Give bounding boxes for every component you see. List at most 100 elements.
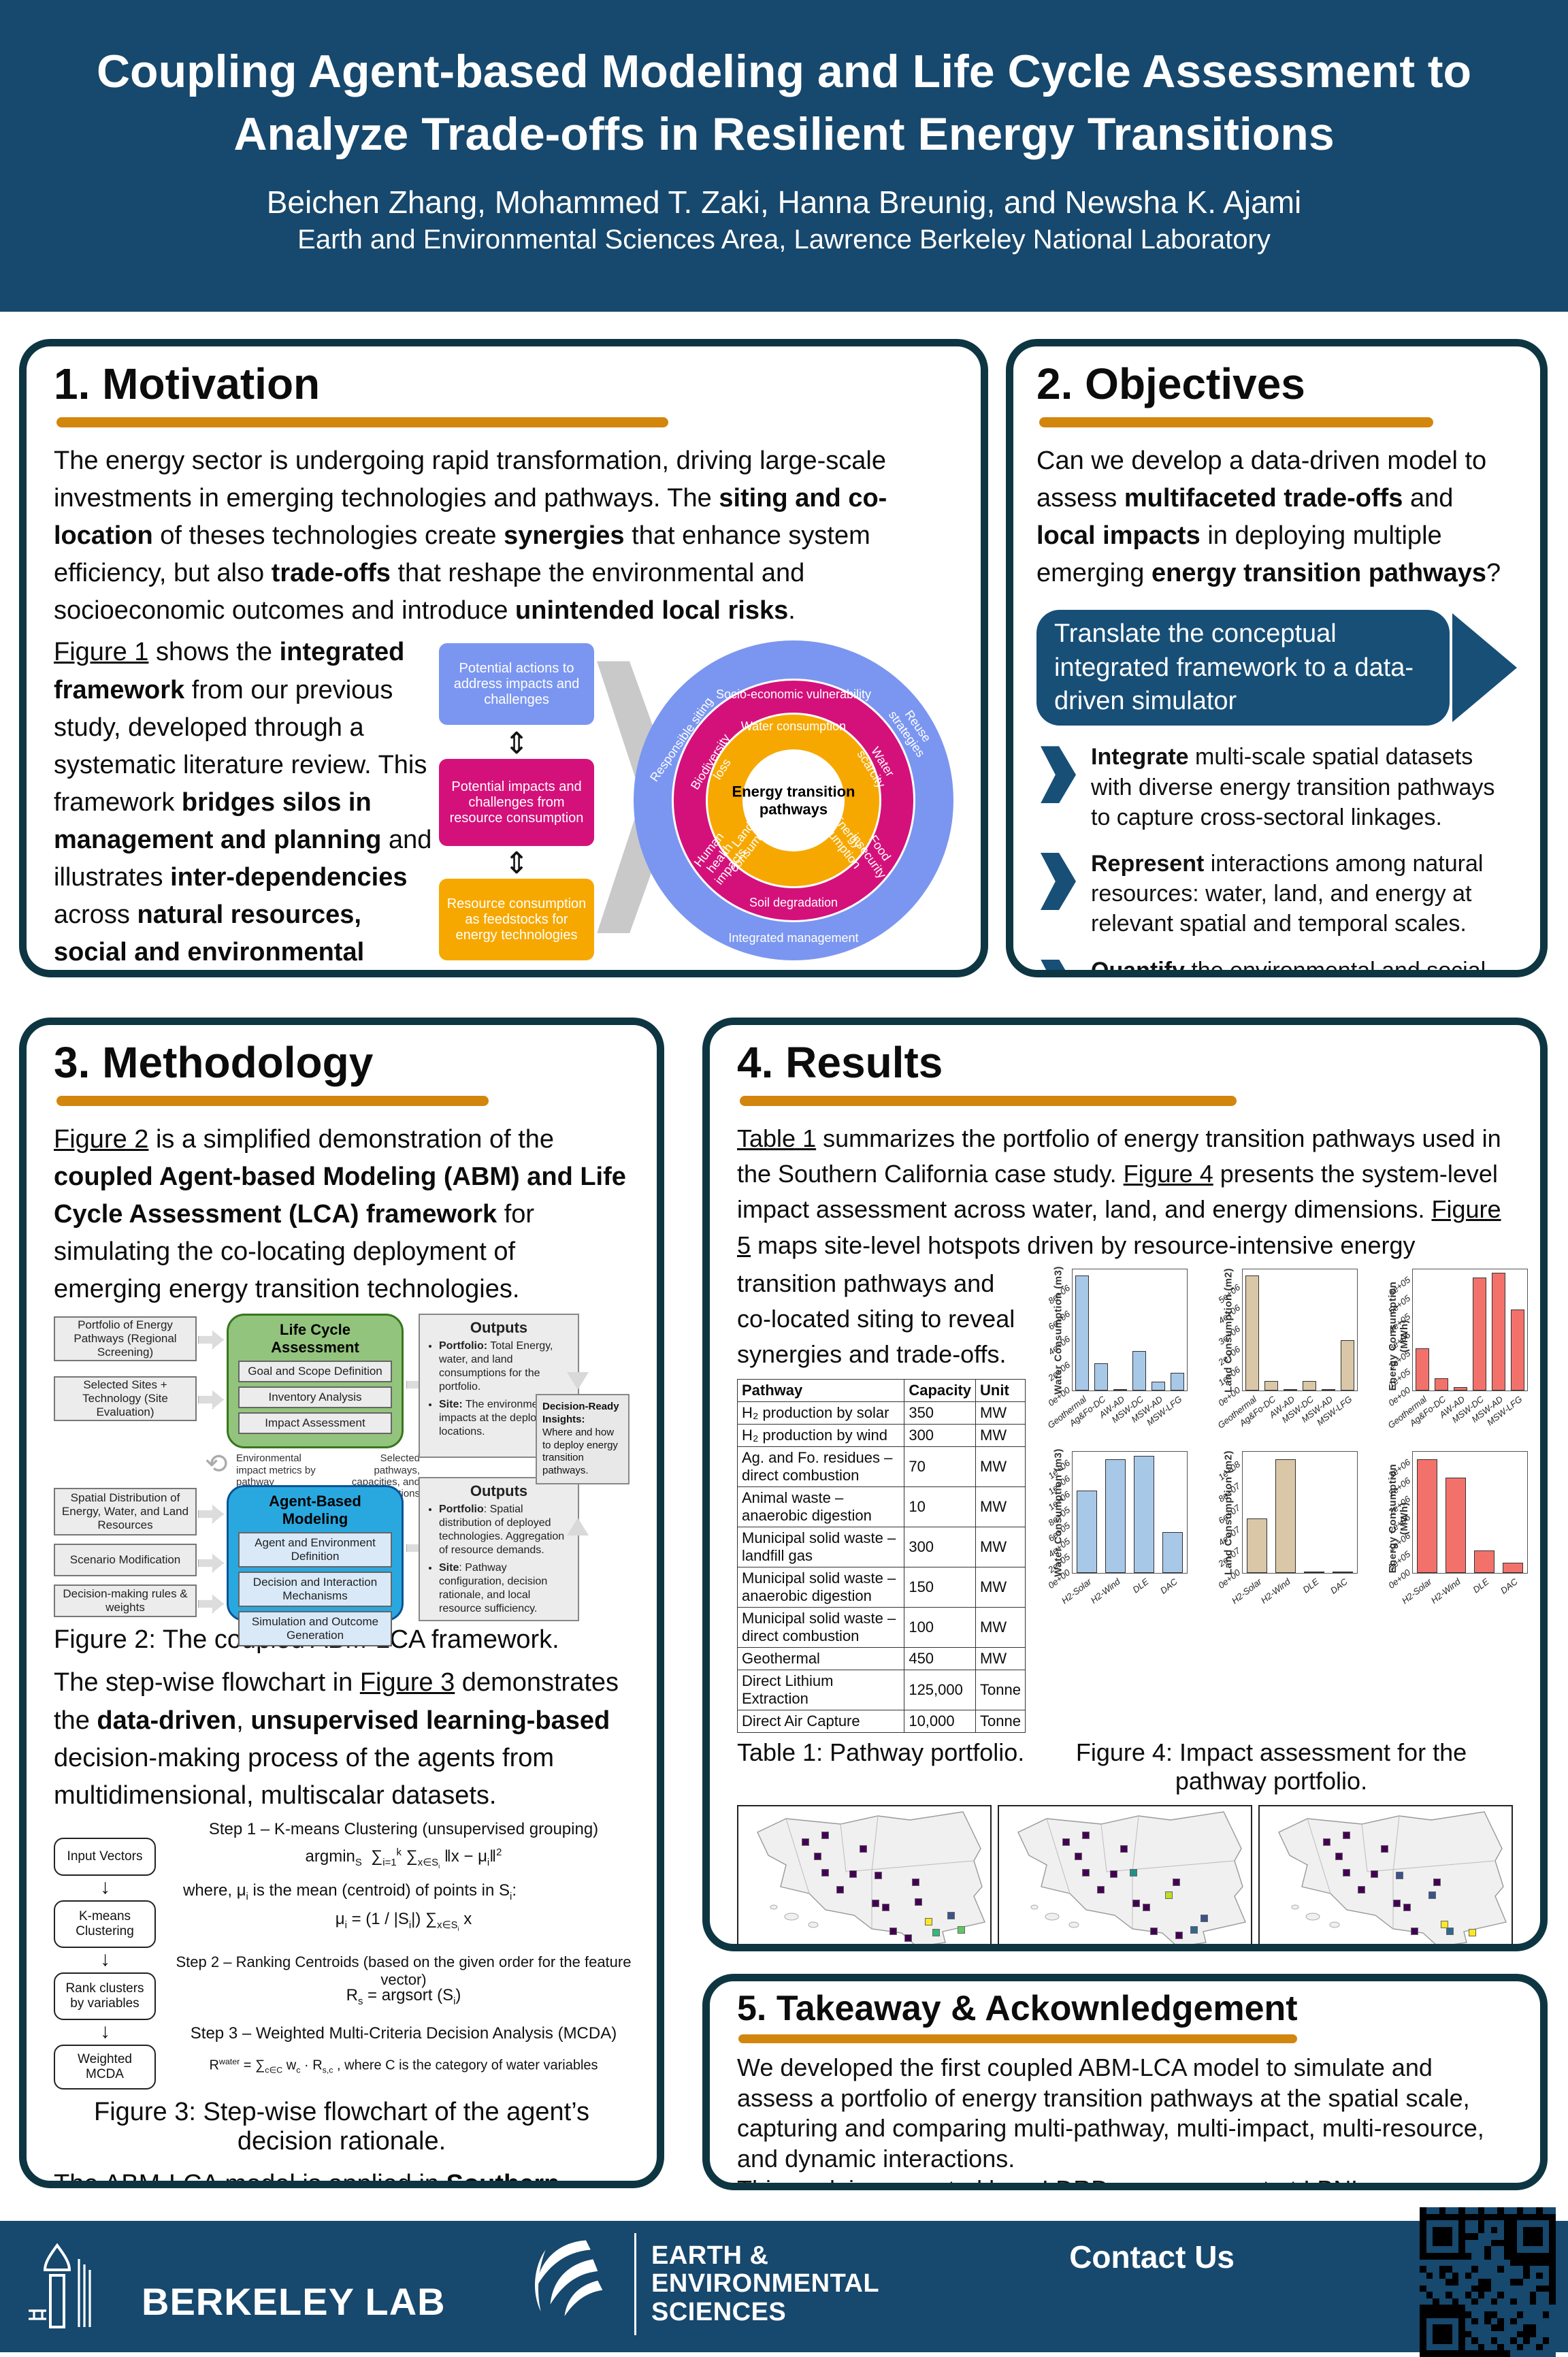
affiliation: Earth and Environmental Sciences Area, L… (297, 224, 1271, 255)
accent-rule (56, 1096, 489, 1106)
table-cell: MW (975, 1527, 1026, 1568)
table-cell: 450 (904, 1647, 977, 1671)
section-motivation: 1. Motivation The energy sector is under… (19, 339, 988, 977)
campanile-icon (29, 2243, 91, 2328)
bar-Geothermal (1416, 1348, 1429, 1391)
site-marker (836, 1885, 845, 1893)
arrow-right-icon (198, 1504, 224, 1524)
bar-H2-Wind (1275, 1459, 1296, 1573)
table-cell: 300 (904, 1424, 977, 1448)
bar-MSW-LFG (1511, 1310, 1524, 1391)
chevron-icon (1041, 852, 1076, 910)
ring-label: Soil degradation (749, 895, 838, 909)
region-outline (1017, 1811, 1246, 1944)
objective-bullet: Represent interactions among natural res… (1036, 849, 1517, 939)
fig2-outputs-top: Outputs Portfolio: Total Energy, water, … (419, 1314, 579, 1459)
table-row: Municipal solid waste – anaerobic digest… (736, 1567, 1026, 1608)
site-marker (1370, 1870, 1378, 1879)
double-arrow-icon: ⇕ (504, 727, 529, 761)
fig3-flow-box: Weighted MCDA (54, 2044, 156, 2090)
table-cell: Municipal solid waste – landfill gas (736, 1527, 905, 1568)
objectives-title: 2. Objectives (1036, 359, 1305, 408)
figure1-impacts-box: Potential impacts and challenges from re… (439, 759, 594, 847)
chart-x-tick: DAC (1498, 1576, 1520, 1596)
site-marker (874, 1872, 882, 1880)
table-header: Pathway (736, 1379, 905, 1403)
bar-DAC (1333, 1571, 1353, 1573)
table-cell: MW (975, 1567, 1026, 1608)
bar-DAC (1503, 1562, 1523, 1573)
site-marker (924, 1917, 932, 1925)
bar-MSW-DC (1132, 1350, 1146, 1391)
site-marker (821, 1869, 830, 1877)
table-cell: 350 (904, 1401, 977, 1425)
map-water: 2468Water Consumption (m3)1e6 (737, 1805, 992, 1944)
site-marker (1190, 1925, 1198, 1934)
site-marker (1393, 1899, 1401, 1907)
site-marker (814, 1852, 821, 1860)
qr-code[interactable] (1420, 2207, 1556, 2357)
accent-rule (1039, 417, 1433, 427)
site-marker (801, 1838, 809, 1847)
fig3-eq3: Rs = argsort (Si) (346, 1985, 461, 2007)
bar-Geothermal (1075, 1275, 1089, 1391)
site-marker (1082, 1832, 1090, 1840)
authors: Beichen Zhang, Mohammed T. Zaki, Hanna B… (266, 184, 1302, 220)
site-marker (932, 1928, 940, 1936)
fig2-abm-panel: Agent-Based Modeling Agent and Environme… (227, 1485, 404, 1647)
site-marker (1120, 1845, 1128, 1853)
eesa-line: ENVIRONMENTAL (651, 2269, 880, 2298)
fig2-outputs-title: Outputs (470, 1482, 528, 1500)
arrow-right-icon (198, 1594, 224, 1614)
table-cell: H₂ production by wind (736, 1424, 905, 1448)
chevron-icon (1041, 746, 1076, 804)
ring-label: Water consumption (740, 719, 847, 734)
site-marker (947, 1912, 956, 1920)
bar-AW-AD (1113, 1388, 1127, 1391)
fig3-step2-title: Step 2 – Ranking Centroids (based on the… (176, 1953, 632, 1988)
arrow-right-icon (198, 1390, 224, 1410)
contact-us-label: Contact Us (1069, 2239, 1235, 2275)
arrow-down-icon (567, 1372, 589, 1391)
site-marker (912, 1879, 920, 1887)
site-marker (1433, 1879, 1441, 1887)
table-cell: Geothermal (736, 1647, 905, 1671)
fig3-step3-title: Step 3 – Weighted Multi-Criteria Decisio… (190, 2023, 617, 2043)
site-marker (1322, 1838, 1330, 1847)
poster-header: Coupling Agent-based Modeling and Life C… (0, 0, 1568, 312)
accent-rule (740, 1096, 1237, 1106)
chevron-icon (1041, 959, 1076, 970)
fig3-eq2: μi = (1 / |Si|) ∑x∈Si x (335, 1909, 472, 1932)
methodology-title: 3. Methodology (54, 1038, 374, 1087)
fig2-input: Decision-making rules & weights (54, 1584, 197, 1618)
eesa-line: EARTH & (651, 2241, 769, 2271)
methodology-paragraph-2: The step-wise flowchart in Figure 3 demo… (54, 1668, 619, 1810)
table-header: Capacity (904, 1379, 977, 1403)
fig2-lca-step: Inventory Analysis (238, 1386, 392, 1409)
table-cell: H₂ production by solar (736, 1401, 905, 1425)
fig2-output-item: Site: The environmental impacts at the d… (439, 1398, 571, 1439)
site-marker (1075, 1852, 1082, 1860)
site-marker (957, 1925, 965, 1934)
site-marker (1082, 1869, 1090, 1877)
objectives-banner-text: Translate the conceptual integrated fram… (1036, 610, 1450, 726)
site-marker (889, 1927, 897, 1935)
poster-title-line2: Analyze Trade-offs in Resilient Energy T… (233, 108, 1335, 160)
bar-DLE (1474, 1550, 1494, 1573)
fig2-abm-step: Agent and Environment Definition (238, 1532, 392, 1568)
objective-bullet-text: Quantify the environmental and social im… (1091, 957, 1486, 977)
fig2-output-item: Portfolio: Spatial distribution of deplo… (439, 1503, 571, 1557)
site-marker (1441, 1920, 1449, 1928)
bar-DAC (1162, 1532, 1183, 1573)
region-outline (757, 1811, 985, 1944)
table-cell: MW (975, 1424, 1026, 1448)
table-cell: MW (975, 1607, 1026, 1648)
fig3-step1-title: Step 1 – K-means Clustering (unsupervise… (208, 1819, 599, 1838)
arrow-up-icon (567, 1518, 589, 1536)
